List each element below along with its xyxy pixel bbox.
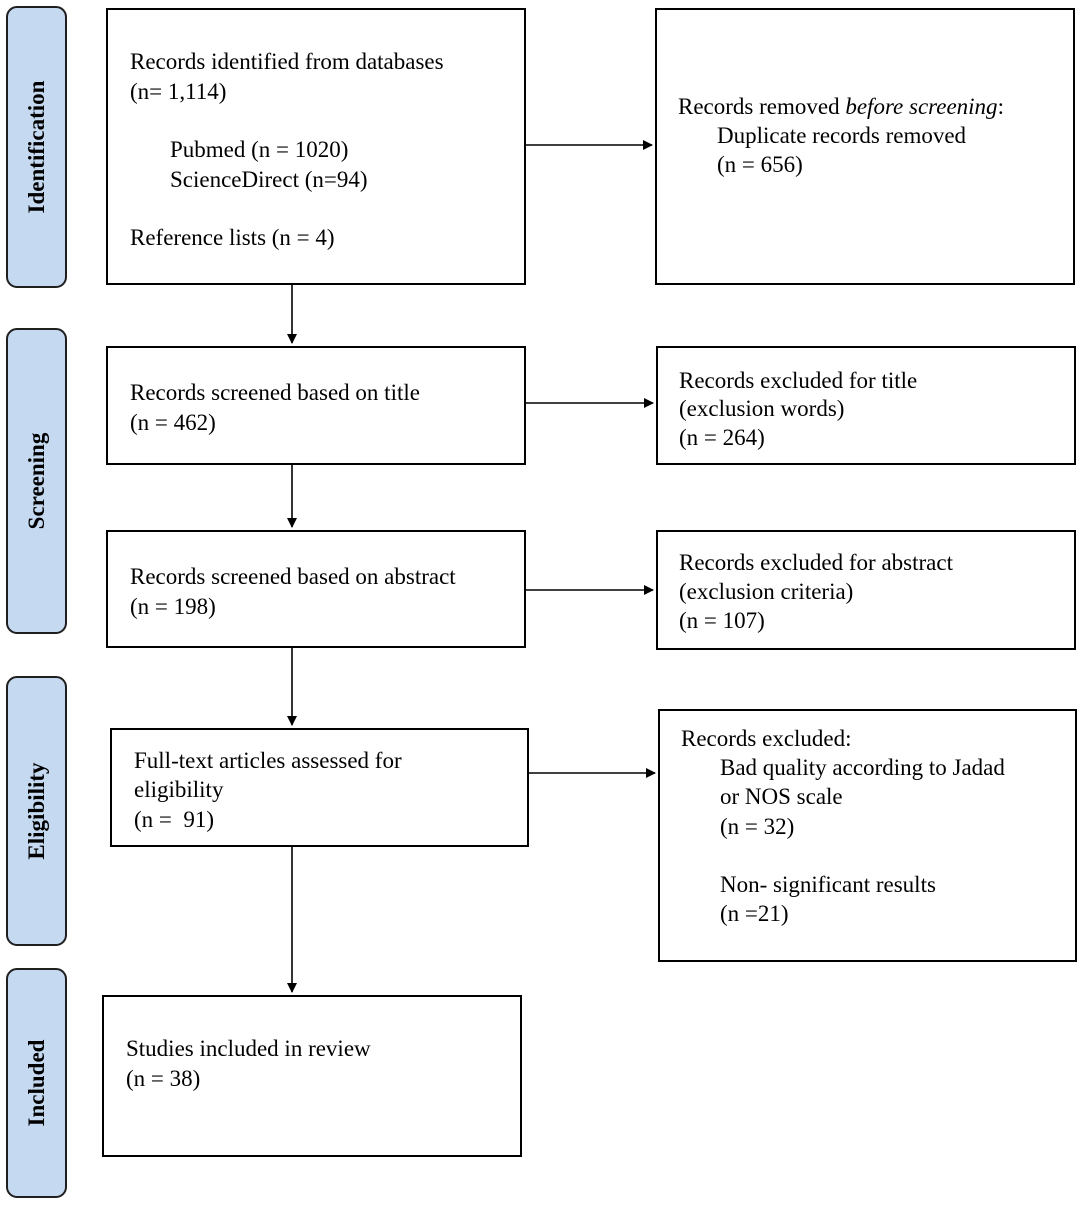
- records-removed-prefix: Records removed: [678, 94, 846, 119]
- screened-title-label: Records screened based on title: [130, 380, 420, 405]
- studies-included-count: (n = 38): [126, 1066, 201, 1091]
- excluded-abstract-count: (n = 107): [679, 608, 765, 633]
- studies-included-label: Studies included in review: [126, 1036, 371, 1061]
- excluded-abstract-reason: (exclusion criteria): [679, 579, 854, 604]
- excluded-fulltext-label: Records excluded:: [681, 726, 852, 751]
- screened-abstract-label: Records screened based on abstract: [130, 564, 456, 589]
- excluded-abstract-box: Records excluded for abstract (exclusion…: [656, 530, 1076, 650]
- records-removed-box: Records removed before screening: Duplic…: [655, 8, 1075, 285]
- screened-title-count: (n = 462): [130, 410, 216, 435]
- screened-abstract-count: (n = 198): [130, 594, 216, 619]
- records-removed-label: Records removed before screening:: [678, 93, 1004, 121]
- sciencedirect-count: ScienceDirect (n=94): [170, 167, 368, 192]
- excluded-title-count: (n = 264): [679, 425, 765, 450]
- records-identified-box: Records identified from databases (n= 1,…: [106, 8, 526, 285]
- pubmed-count: Pubmed (n = 1020): [170, 137, 349, 162]
- excluded-title-reason: (exclusion words): [679, 396, 845, 421]
- non-significant-reason: Non- significant results: [720, 872, 936, 897]
- excluded-title-label: Records excluded for title: [679, 368, 918, 393]
- records-identified-count: (n= 1,114): [130, 79, 227, 104]
- records-removed-suffix: :: [997, 94, 1004, 119]
- excluded-fulltext-box: Records excluded: Bad quality according …: [658, 709, 1077, 962]
- fulltext-assessed-label-cont: eligibility: [134, 777, 224, 802]
- screened-abstract-box: Records screened based on abstract (n = …: [106, 530, 526, 648]
- bad-quality-reason: Bad quality according to Jadad: [720, 755, 1005, 780]
- bad-quality-reason-cont: or NOS scale: [720, 784, 843, 809]
- excluded-abstract-label: Records excluded for abstract: [679, 550, 953, 575]
- records-removed-emphasis: before screening: [845, 94, 998, 119]
- phase-eligibility: Eligibility: [6, 676, 67, 946]
- fulltext-assessed-box: Full-text articles assessed for eligibil…: [110, 728, 529, 847]
- reference-lists-count: Reference lists (n = 4): [130, 225, 335, 250]
- fulltext-assessed-label: Full-text articles assessed for: [134, 748, 402, 773]
- bad-quality-count: (n = 32): [720, 814, 795, 839]
- non-significant-count: (n =21): [720, 901, 789, 926]
- phase-included: Included: [6, 968, 67, 1198]
- screened-title-box: Records screened based on title (n = 462…: [106, 346, 526, 465]
- studies-included-box: Studies included in review (n = 38): [102, 995, 522, 1157]
- phase-screening: Screening: [6, 328, 67, 634]
- phase-identification: Identification: [6, 6, 67, 288]
- duplicate-records-label: Duplicate records removed: [717, 123, 967, 148]
- duplicate-records-count: (n = 656): [717, 152, 803, 177]
- fulltext-assessed-count: (n = 91): [134, 807, 215, 832]
- records-identified-label: Records identified from databases: [130, 49, 444, 74]
- excluded-title-box: Records excluded for title (exclusion wo…: [656, 346, 1076, 465]
